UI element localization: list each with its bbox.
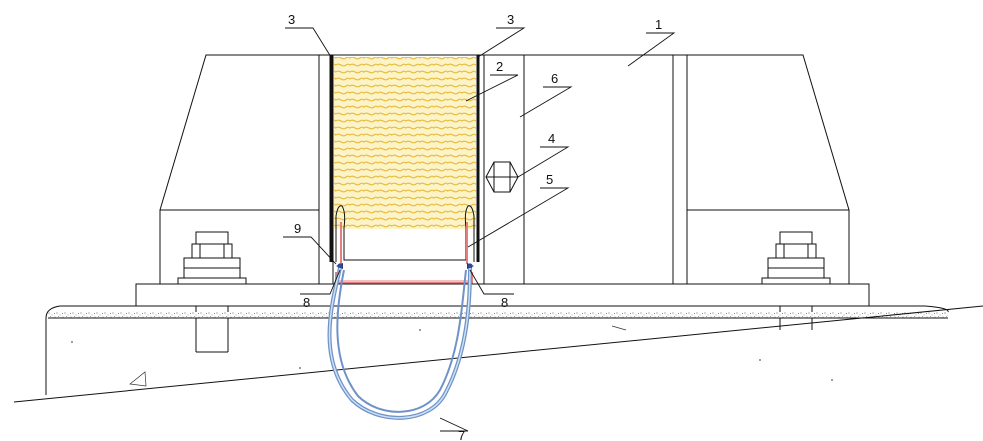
callout-2: 2	[496, 59, 503, 74]
callout-labels: 3 3 1 2 6 4 5 9 8 8 7	[288, 12, 662, 441]
callout-3-right: 3	[507, 12, 514, 27]
callout-7: 7	[458, 428, 465, 441]
fastener-right	[467, 263, 474, 269]
leader-lines	[283, 27, 676, 432]
callout-8-left: 8	[303, 295, 310, 310]
foundation	[13, 305, 983, 403]
callout-9: 9	[294, 221, 301, 236]
callout-4: 4	[548, 131, 555, 146]
bolt-head-icon	[761, 231, 831, 330]
main-housing	[159, 54, 850, 284]
bolt-hex-icon	[485, 161, 519, 193]
bolt-head-icon	[177, 231, 247, 353]
callout-1: 1	[655, 17, 662, 32]
cable-loop	[327, 267, 472, 420]
callout-8-right: 8	[501, 295, 508, 310]
callout-6: 6	[551, 71, 558, 86]
callout-5: 5	[546, 172, 553, 187]
callout-3-left: 3	[288, 12, 295, 27]
fastener-left	[336, 263, 343, 269]
insulation-block	[334, 57, 476, 229]
